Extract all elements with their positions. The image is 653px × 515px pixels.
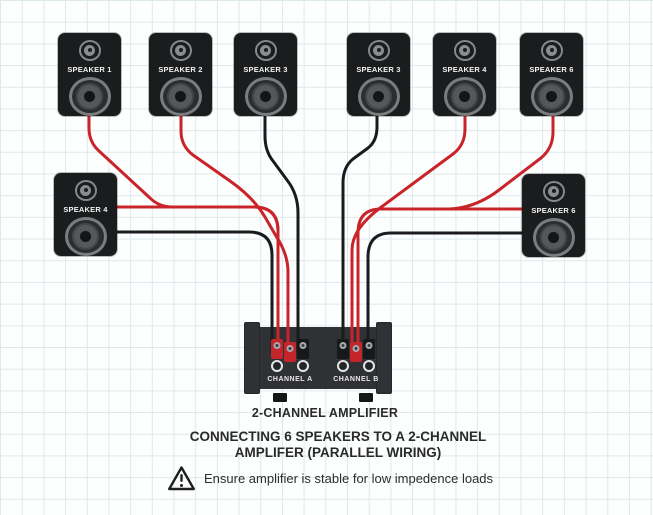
wire-speaker-2-red — [179, 115, 290, 352]
woofer-icon — [68, 76, 111, 116]
amplifier-left-cap — [244, 322, 260, 394]
woofer-icon — [530, 76, 573, 116]
speaker-1: SPEAKER 1 — [58, 33, 121, 116]
speaker-3-right: SPEAKER 3 — [347, 33, 410, 116]
speaker-2: SPEAKER 2 — [149, 33, 212, 116]
amplifier-foot — [359, 393, 373, 402]
tweeter-icon — [254, 40, 277, 61]
speaker-4-right: SPEAKER 4 — [433, 33, 496, 116]
woofer-icon — [443, 76, 486, 116]
tweeter-icon — [540, 40, 563, 61]
wire-speaker-3-right-black — [341, 115, 379, 352]
wire-speaker-3-black — [263, 115, 300, 352]
speaker-label: SPEAKER 2 — [158, 64, 203, 74]
tweeter-icon — [453, 40, 476, 61]
tweeter-icon — [367, 40, 390, 61]
tweeter-icon — [74, 180, 97, 201]
warning-triangle-icon — [168, 466, 195, 491]
wire-speaker-1-red — [87, 115, 280, 352]
woofer-icon — [357, 76, 400, 116]
speaker-label: SPEAKER 6 — [529, 64, 574, 74]
amplifier-foot — [273, 393, 287, 402]
speaker-6-mid: SPEAKER 6 — [522, 174, 585, 257]
tweeter-icon — [542, 181, 565, 202]
tweeter-icon — [78, 40, 101, 61]
amplifier — [244, 322, 392, 402]
woofer-icon — [64, 216, 107, 256]
woofer-icon — [532, 217, 575, 257]
diagram-caption: CONNECTING 6 SPEAKERS TO A 2-CHANNEL AMP… — [188, 429, 488, 460]
woofer-icon — [244, 76, 287, 116]
caption-line-2: AMPLIFER (PARALLEL WIRING) — [234, 444, 442, 460]
warning-text: Ensure amplifier is stable for low imped… — [204, 471, 494, 486]
caption-line-1: CONNECTING 6 SPEAKERS TO A 2-CHANNEL — [189, 429, 487, 444]
speaker-label: SPEAKER 1 — [67, 64, 112, 74]
speaker-3: SPEAKER 3 — [234, 33, 297, 116]
speaker-label: SPEAKER 4 — [63, 204, 108, 214]
amplifier-right-cap — [376, 322, 392, 394]
speaker-label: SPEAKER 3 — [356, 64, 401, 74]
tweeter-icon — [169, 40, 192, 61]
speaker-4-mid: SPEAKER 4 — [54, 173, 117, 256]
speaker-label: SPEAKER 6 — [531, 205, 576, 215]
wire-speaker-4-right-red — [350, 115, 467, 352]
woofer-icon — [159, 76, 202, 116]
amplifier-body — [246, 327, 390, 389]
warning-note: Ensure amplifier is stable for low imped… — [167, 465, 493, 492]
speaker-label: SPEAKER 4 — [442, 64, 487, 74]
speaker-6-right: SPEAKER 6 — [520, 33, 583, 116]
amplifier-label: 2-CHANNEL AMPLIFIER — [251, 406, 399, 420]
speaker-label: SPEAKER 3 — [243, 64, 288, 74]
